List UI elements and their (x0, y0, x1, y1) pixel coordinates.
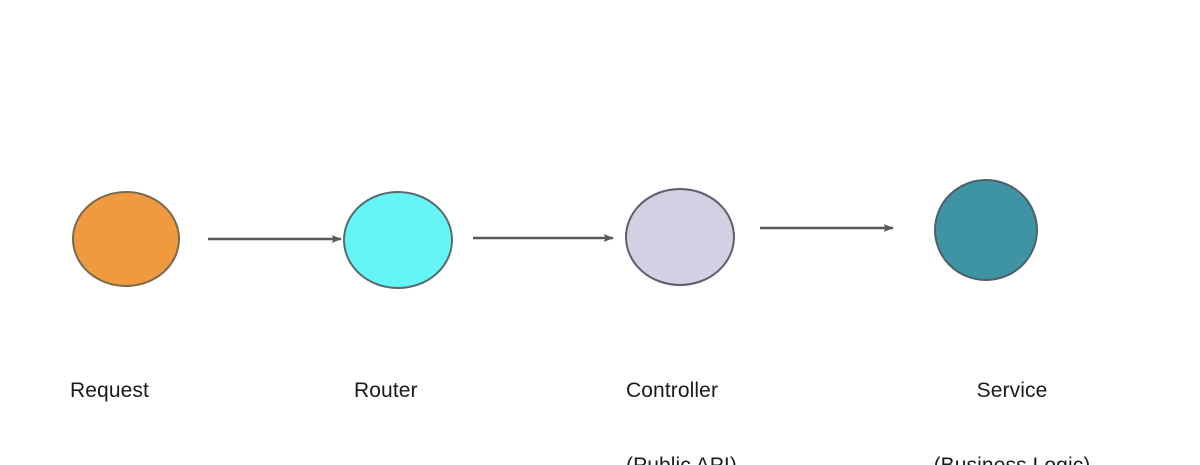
node-label-service-line-2: (Business Logic) (921, 453, 1103, 465)
node-label-controller: Controller (Public API) (626, 328, 737, 465)
node-label-request-line-1: Request (70, 379, 149, 402)
node-label-router-line-1: Router (354, 379, 418, 402)
node-service-shape[interactable] (934, 179, 1038, 281)
node-label-controller-line-1: Controller (626, 379, 719, 402)
node-controller-shape[interactable] (625, 188, 735, 286)
node-label-service-line-1: Service (976, 379, 1048, 402)
node-shapes (72, 179, 1038, 289)
node-router-shape[interactable] (343, 191, 453, 289)
node-label-controller-line-2: (Public API) (626, 453, 737, 465)
flow-arrows (208, 224, 894, 243)
node-label-request: Request (70, 328, 149, 453)
node-label-service: Service (Business Logic) (921, 328, 1103, 465)
node-label-router: Router (354, 328, 418, 453)
node-request-shape[interactable] (72, 191, 180, 287)
